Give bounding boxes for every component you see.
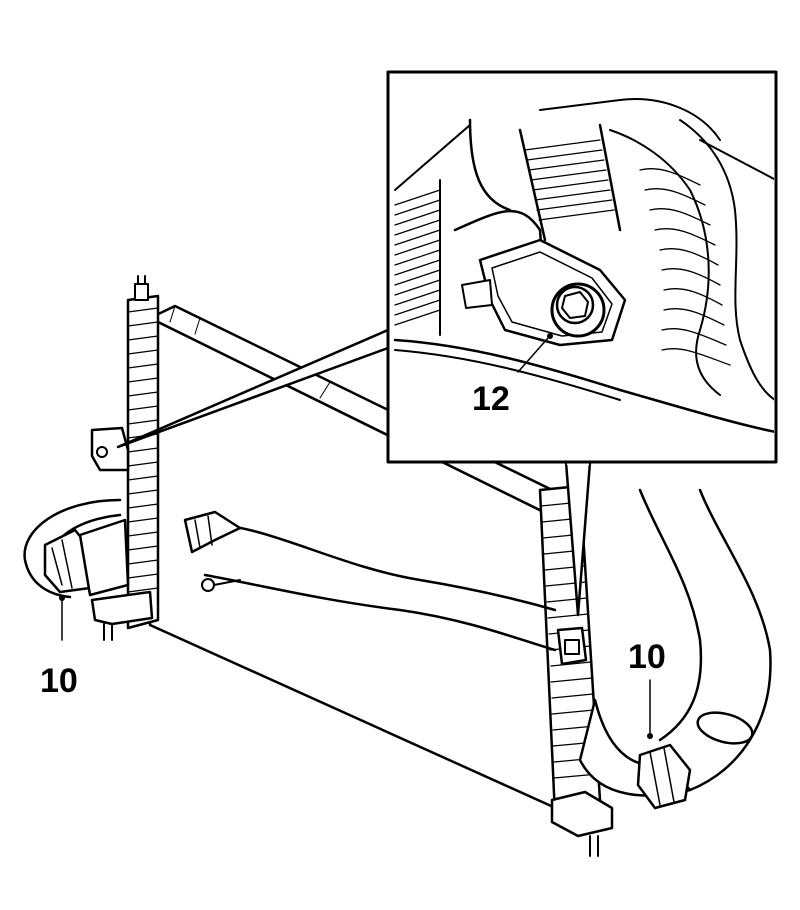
leader-lines [59,595,653,739]
callout-label-hose-left: 10 [40,662,78,700]
callout-label-bolt: 12 [472,380,510,418]
right-end-tank [538,484,614,857]
center-hose [183,510,557,652]
right-hose [578,488,772,810]
detail-inset [386,70,778,464]
left-hose [23,498,130,599]
callout-label-hose-right: 10 [628,638,666,676]
